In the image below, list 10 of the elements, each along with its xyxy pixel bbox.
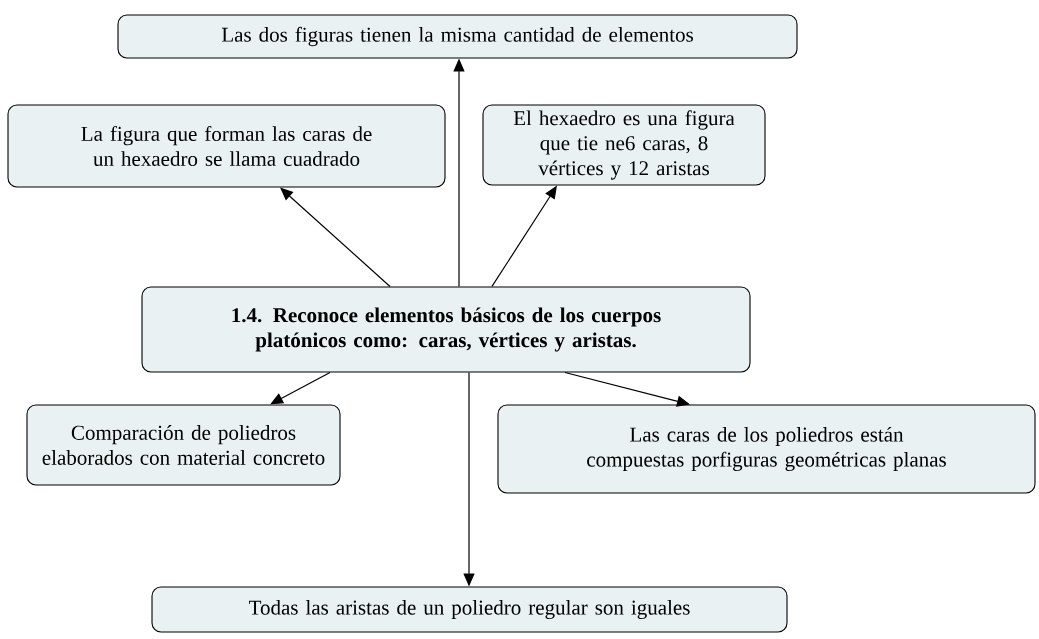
arrow (270, 371, 331, 405)
concept-box: Las dos figuras tienen la misma cantidad de elementos (117, 14, 798, 59)
arrow (280, 187, 391, 288)
concept-box: La figura que forman las caras de un hexaedro se llama cuadrado (7, 104, 446, 188)
concept-box: 1.4. Reconoce elementos básicos de los cuerpos platónicos como: caras, vértices y aristas. (141, 286, 751, 373)
concept-box: El hexaedro es una figura que tie ne6 caras, 8 vértices y 12 aristas (482, 104, 766, 186)
arrow (564, 371, 690, 407)
concept-box: Todas las aristas de un poliedro regular son iguales (151, 586, 788, 633)
concept-box: Las caras de los poliedros están compuestas porfiguras geométricas planas (497, 404, 1036, 494)
concept-box: Comparación de poliedros elaborados con material concreto (26, 404, 341, 486)
